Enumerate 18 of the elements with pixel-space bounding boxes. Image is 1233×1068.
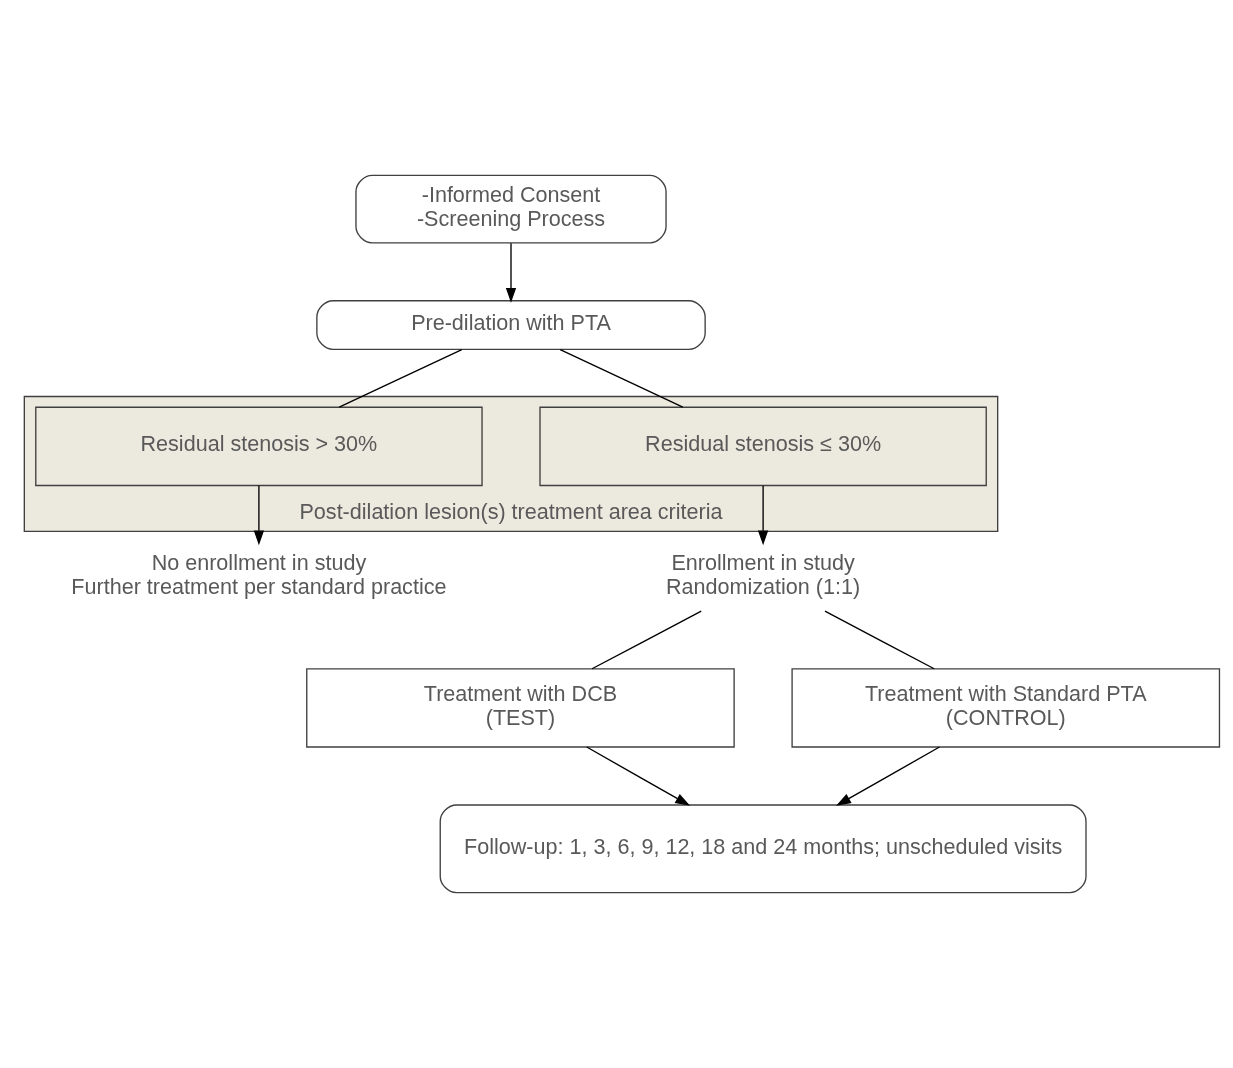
node-box: Pre-dilation with PTA (316, 300, 706, 350)
node-box: Treatment with DCB (TEST) (306, 668, 735, 748)
arrow (836, 746, 941, 806)
connector (824, 610, 935, 670)
arrow (586, 746, 691, 806)
arrow (757, 485, 769, 546)
node-box: Residual stenosis > 30% (35, 406, 483, 487)
node-text: Enrollment in study Randomization (1:1) (666, 550, 861, 600)
connector (591, 610, 702, 670)
arrow (505, 242, 517, 303)
arrow (253, 485, 265, 546)
connector (338, 348, 463, 408)
node-box: Treatment with Standard PTA (CONTROL) (791, 668, 1221, 748)
node-box: -Informed Consent -Screening Process (355, 174, 667, 244)
node-box: Residual stenosis ≤ 30% (539, 406, 987, 487)
connector (559, 348, 684, 408)
node-text: No enrollment in study Further treatment per standard practice (71, 550, 447, 600)
node-box: Follow-up: 1, 3, 6, 9, 12, 18 and 24 months; unscheduled visits (439, 804, 1087, 894)
